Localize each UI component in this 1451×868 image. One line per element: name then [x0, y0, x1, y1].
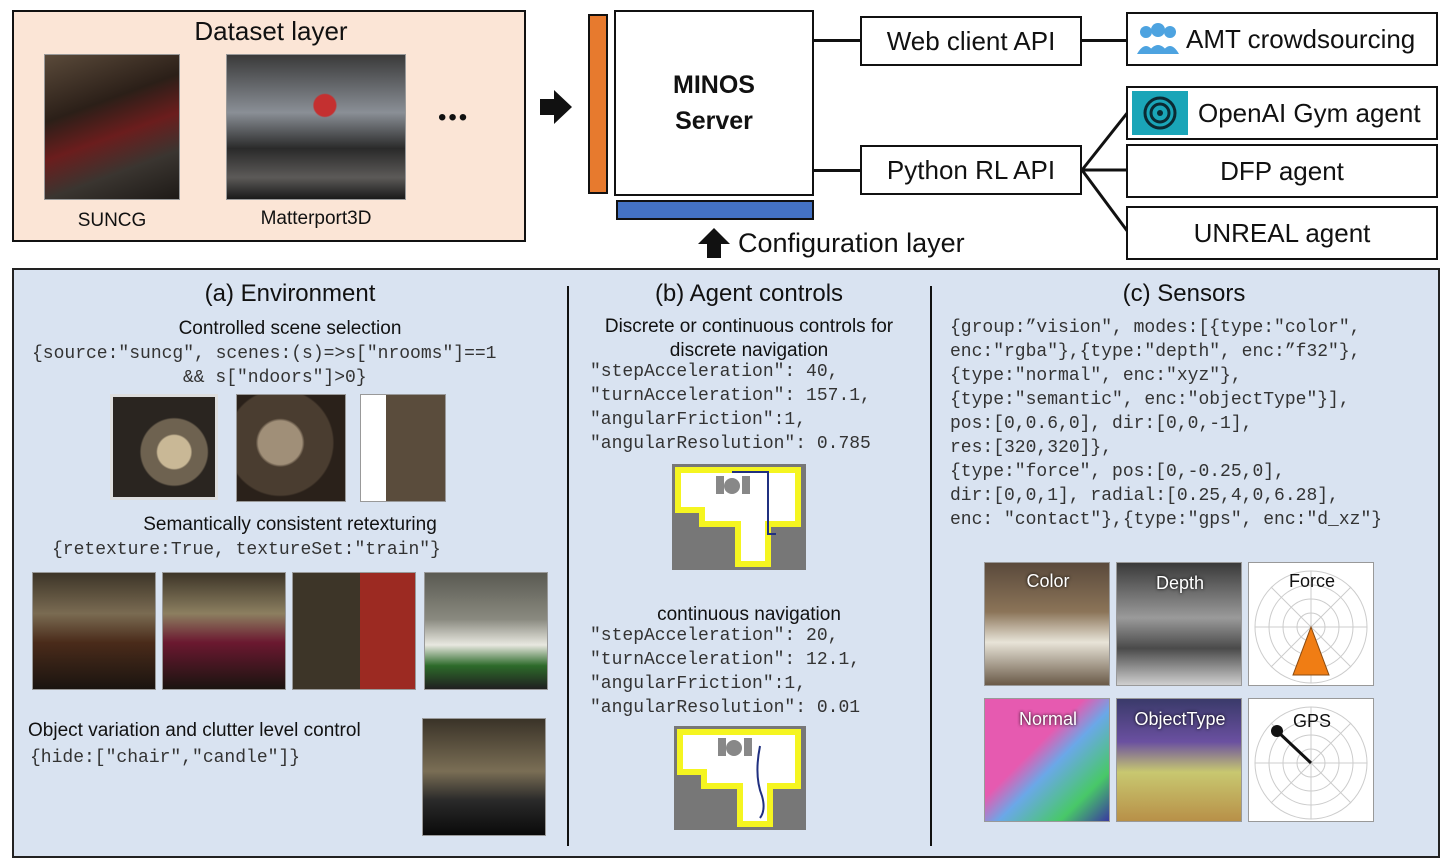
sensors-code-line-2: enc:"rgba"},{type:"depth", enc:”f32"}, — [950, 342, 1361, 362]
openai-gym-agent-box: OpenAI Gym agent — [1126, 86, 1438, 140]
continuous-navigation-title: continuous navigation — [657, 604, 841, 625]
crowd-people-icon — [1137, 23, 1179, 54]
sensors-code-line-1: {group:”vision", modes:[{type:"color", — [950, 318, 1361, 338]
discrete-code-line-3: "angularFriction":1, — [590, 410, 807, 430]
amt-crowdsourcing-label: AMT crowdsourcing — [1186, 23, 1416, 54]
python-to-agents-connectors — [1080, 111, 1130, 233]
normal-sensor-image: Normal — [984, 698, 1110, 822]
retexture-sample-3 — [292, 572, 416, 690]
web-client-api-box: Web client API — [860, 16, 1082, 66]
continuous-navigation-map — [674, 726, 806, 830]
dataset-to-server-arrow — [540, 90, 572, 124]
gps-sensor-label: GPS — [1292, 711, 1331, 731]
continuous-code-line-3: "angularFriction":1, — [590, 674, 807, 694]
suncg-image — [44, 54, 180, 200]
sensors-code-line-3: {type:"normal", enc:"xyz"}, — [950, 366, 1242, 386]
retexture-sample-4 — [424, 572, 548, 690]
retexturing-code: {retexture:True, textureSet:"train"} — [52, 540, 441, 560]
continuous-code-line-4: "angularResolution": 0.01 — [590, 698, 861, 718]
continuous-code-line-1: "stepAcceleration": 20, — [590, 626, 839, 646]
discrete-controls-title-1: Discrete or continuous controls for — [604, 316, 894, 337]
discrete-code-line-1: "stepAcceleration": 40, — [590, 362, 839, 382]
configuration-layer-bar — [616, 200, 814, 220]
server-title-line1: MINOS — [673, 71, 755, 99]
python-rl-api-box: Python RL API — [860, 145, 1082, 195]
sensors-code-line-9: enc: "contact"},{type:"gps", enc:"d_xz"} — [950, 510, 1383, 530]
openai-gym-icon — [1132, 91, 1188, 135]
scene-selection-code-2: && s["ndoors"]>0} — [183, 368, 367, 388]
server-python-connector — [814, 169, 862, 172]
dfp-agent-box: DFP agent — [1126, 144, 1438, 198]
sensors-code-line-7: {type:"force", pos:[0,-0.25,0], — [950, 462, 1285, 482]
divider-env-agent — [567, 286, 569, 846]
object-variation-image — [422, 718, 546, 836]
retexture-sample-2 — [162, 572, 286, 690]
more-datasets-ellipsis: ••• — [438, 104, 470, 131]
scene-thumbnail-1 — [110, 394, 218, 500]
color-sensor-image: Color — [984, 562, 1110, 686]
discrete-controls-title-2: discrete navigation — [669, 340, 829, 361]
agent-controls-title: (b) Agent controls — [654, 280, 844, 307]
sensors-code-line-4: {type:"semantic", enc:"objectType"}], — [950, 390, 1350, 410]
divider-agent-sensors — [930, 286, 932, 846]
sensors-code-line-8: dir:[0,0,1], radial:[0.25,4,0,6.28], — [950, 486, 1339, 506]
sensors-code-line-5: pos:[0,0.6,0], dir:[0,0,-1], — [950, 414, 1253, 434]
openai-gym-agent-label: OpenAI Gym agent — [1198, 97, 1421, 128]
environment-title: (a) Environment — [204, 280, 376, 307]
scene-selection-title: Controlled scene selection — [178, 318, 402, 339]
force-sensor-label: Force — [1288, 571, 1335, 591]
sensors-title: (c) Sensors — [1122, 280, 1246, 307]
unreal-agent-box: UNREAL agent — [1126, 206, 1438, 260]
amt-crowdsourcing-box: AMT crowdsourcing — [1126, 12, 1438, 66]
objecttype-sensor-image: ObjectType — [1116, 698, 1242, 822]
object-variation-code: {hide:["chair","candle"]} — [30, 748, 301, 768]
objecttype-sensor-label: ObjectType — [1134, 709, 1226, 729]
sensors-code-line-6: res:[320,320]}, — [950, 438, 1113, 458]
config-up-arrow — [698, 228, 730, 258]
force-sensor-plot: Force — [1248, 562, 1374, 686]
configuration-layer-label: Configuration layer — [738, 228, 965, 258]
web-amt-connector — [1080, 39, 1128, 42]
scene-selection-code-1: {source:"suncg", scenes:(s)=>s["nrooms"]… — [32, 344, 497, 364]
server-title-line2: Server — [675, 107, 753, 135]
retexturing-title: Semantically consistent retexturing — [143, 514, 437, 535]
continuous-code-line-2: "turnAcceleration": 12.1, — [590, 650, 861, 670]
object-variation-title: Object variation and clutter level contr… — [28, 720, 361, 741]
depth-sensor-label: Depth — [1155, 573, 1205, 593]
normal-sensor-label: Normal — [1018, 709, 1077, 729]
dataset-layer-title: Dataset layer — [194, 16, 348, 46]
minos-server-box: MINOS Server — [614, 10, 814, 196]
server-web-connector — [814, 39, 862, 42]
orange-interface-bar — [588, 14, 608, 194]
gps-sensor-plot: GPS — [1248, 698, 1374, 822]
scene-thumbnail-2 — [236, 394, 346, 502]
retexture-sample-1 — [32, 572, 156, 690]
discrete-navigation-map — [672, 464, 806, 570]
color-sensor-label: Color — [1026, 571, 1070, 591]
suncg-label: SUNCG — [77, 210, 147, 231]
depth-sensor-image: Depth — [1116, 562, 1242, 686]
scene-thumbnail-3 — [360, 394, 446, 502]
dataset-layer-box: Dataset layer SUNCG Matterport3D ••• — [12, 10, 526, 242]
matterport3d-label: Matterport3D — [260, 208, 372, 229]
discrete-code-line-2: "turnAcceleration": 157.1, — [590, 386, 871, 406]
matterport3d-image — [226, 54, 406, 200]
discrete-code-line-4: "angularResolution": 0.785 — [590, 434, 871, 454]
